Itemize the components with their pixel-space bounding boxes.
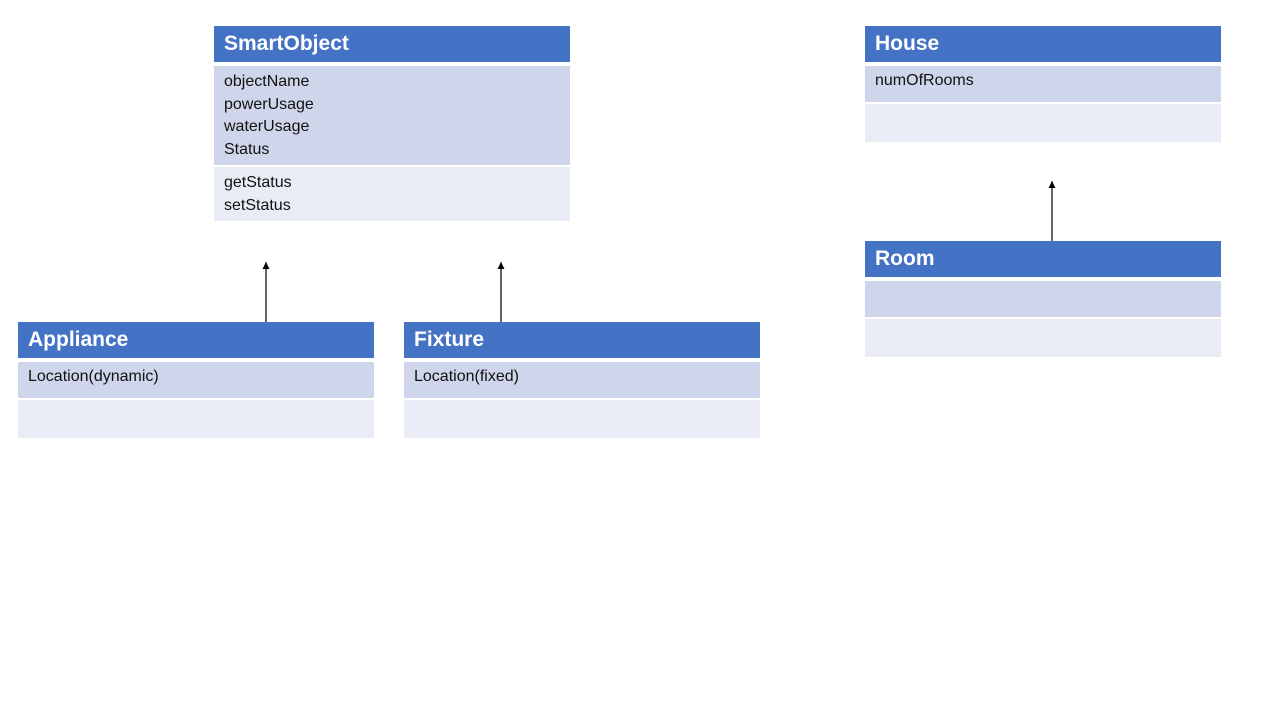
class-smartobject[interactable]: SmartObject objectName powerUsage waterU… xyxy=(214,26,570,221)
attributes-compartment: Location(dynamic) xyxy=(18,362,374,398)
attributes-compartment: Location(fixed) xyxy=(404,362,760,398)
methods-compartment: getStatus setStatus xyxy=(214,167,570,221)
methods-compartment xyxy=(18,400,374,438)
arrowhead-room-to-house xyxy=(1048,181,1056,188)
class-room[interactable]: Room xyxy=(865,241,1221,357)
class-name: Room xyxy=(865,241,1221,277)
attribute: powerUsage xyxy=(224,95,314,113)
class-name: SmartObject xyxy=(214,26,570,62)
method: setStatus xyxy=(224,196,291,214)
attributes-compartment: objectName powerUsage waterUsage Status xyxy=(214,66,570,165)
arrowhead-fixture-to-smartobject xyxy=(497,262,505,269)
methods-compartment xyxy=(865,104,1221,142)
attribute: waterUsage xyxy=(224,118,310,135)
arrowhead-appliance-to-smartobject xyxy=(262,262,270,269)
class-appliance[interactable]: Appliance Location(dynamic) xyxy=(18,322,374,438)
class-house[interactable]: House numOfRooms xyxy=(865,26,1221,142)
class-name: Appliance xyxy=(18,322,374,358)
methods-compartment xyxy=(404,400,760,438)
attribute: Location(dynamic) xyxy=(28,368,159,385)
attribute: Status xyxy=(224,140,270,158)
methods-compartment xyxy=(865,319,1221,357)
attribute: objectName xyxy=(224,73,310,90)
method: getStatus xyxy=(224,174,292,191)
class-name: House xyxy=(865,26,1221,62)
class-fixture[interactable]: Fixture Location(fixed) xyxy=(404,322,760,438)
attributes-compartment xyxy=(865,281,1221,317)
attribute: numOfRooms xyxy=(875,72,974,89)
attributes-compartment: numOfRooms xyxy=(865,66,1221,102)
attribute: Location(fixed) xyxy=(414,368,519,385)
class-name: Fixture xyxy=(404,322,760,358)
